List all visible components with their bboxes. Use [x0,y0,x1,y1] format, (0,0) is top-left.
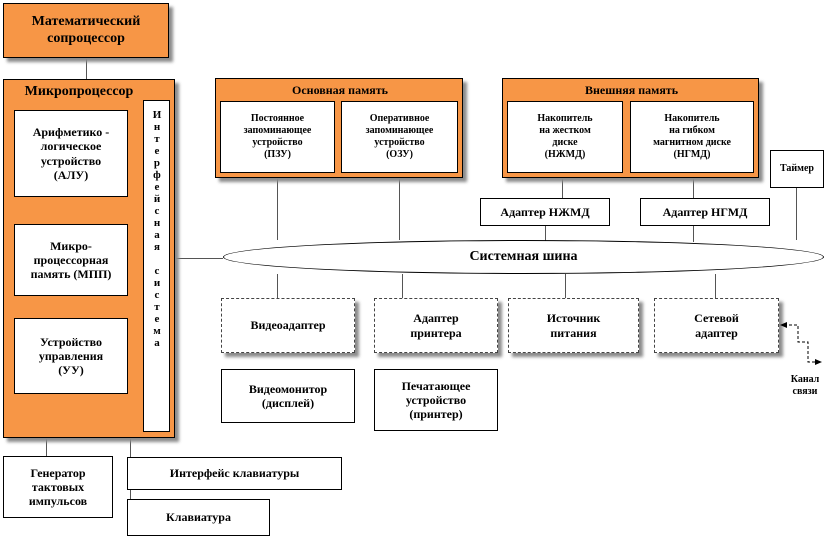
hdd-adapter-box: Адаптер НЖМД [480,198,610,226]
rom-line3: устройство [252,137,303,148]
connector-printer [402,274,403,298]
video-monitor-box: Видеомонитор (дисплей) [221,369,355,423]
ram-line3: устройство [374,137,425,148]
alu-line3: устройство [40,153,102,168]
mpp-line2: процессорная [33,252,109,267]
video-adapter-label: Видеоадаптер [250,318,326,333]
connector-coprocessor [86,58,87,80]
fdd-adapter-label: Адаптер НГМД [662,204,748,219]
mpp-line3: память (МПП) [30,267,112,282]
connector-timer [796,188,797,240]
clock-generator-line3: импульсов [28,494,88,509]
keyboard-interface-box: Интерфейс клавиатуры [127,457,342,490]
printer-line2: устройство [405,392,467,407]
ram-line1: Оперативное [369,113,430,125]
mpp-line1: Микро- [50,238,92,253]
rom-line2: запоминающее [243,125,312,137]
network-adapter-line2: адаптер [695,325,738,340]
clock-generator-line1: Генератор [30,465,86,480]
connector-fdd-adapter [693,226,694,242]
video-monitor-line2: (дисплей) [261,396,315,410]
connector-fdd [693,178,694,198]
video-adapter-box: Видеоадаптер [221,298,355,353]
connector-hdd-adapter [545,226,546,242]
connector-ram [399,178,400,240]
fdd-adapter-box: Адаптер НГМД [640,198,770,226]
hdd-line4: (НЖМД) [544,148,586,160]
printer-adapter-box: Адаптер принтера [374,298,498,353]
microprocessor-title: Микропроцессор [24,84,134,99]
hdd-line2: на жестком [539,125,591,137]
connector-mp-bus [175,258,223,259]
connector-hdd [562,178,563,198]
uu-line1: Устройство [39,334,103,349]
connector-network [715,274,716,298]
network-adapter-box: Сетевой адаптер [654,298,779,353]
comm-channel-line2: связи [792,385,818,397]
system-bus-ellipse: Системная шина [223,240,824,274]
comm-channel-arrow-icon [780,322,822,365]
timer-box: Таймер [770,150,824,188]
connector-clock [46,438,47,456]
ram-line2: запоминающее [365,125,434,137]
main-memory-title: Основная память [292,83,388,97]
timer-label: Таймер [780,163,814,175]
ram-box: Оперативное запоминающее устройство (ОЗУ… [341,101,458,173]
interface-system-label: Интерфейсная система [150,109,163,349]
coprocessor-line1: Математический [31,13,141,29]
printer-box: Печатающее устройство (принтер) [374,369,498,431]
hdd-box: Накопитель на жестком диске (НЖМД) [507,101,623,173]
comm-channel-line1: Канал [790,374,820,385]
network-adapter-line1: Сетевой [694,311,739,326]
fdd-line1: Накопитель [664,113,720,125]
alu-box: Арифметико - логическое устройство (АЛУ) [14,110,128,197]
coprocessor-line2: сопроцессор [47,30,125,46]
printer-adapter-line1: Адаптер [413,311,459,326]
external-memory-title: Внешняя память [584,83,679,97]
interface-system-box: Интерфейсная система [143,100,170,432]
connector-rom [277,178,278,240]
clock-generator-box: Генератор тактовых импульсов [3,456,113,518]
rom-box: Постоянное запоминающее устройство (ПЗУ) [220,101,335,173]
connector-power [565,274,566,298]
system-bus-label: Системная шина [469,248,578,264]
video-monitor-line1: Видеомонитор [248,381,328,396]
fdd-line2: на гибком [669,125,715,137]
rom-line1: Постоянное [250,113,305,125]
power-supply-line2: питания [550,325,597,340]
keyboard-box: Клавиатура [127,499,270,536]
fdd-line3: магнитном диске [653,137,731,148]
uu-line2: управления [38,348,104,363]
power-supply-box: Источник питания [508,298,639,353]
power-supply-line1: Источник [546,311,601,326]
rom-line4: (ПЗУ) [264,148,291,160]
fdd-line4: (НГМД) [673,148,711,160]
printer-line1: Печатающее [401,378,471,393]
connector-video [277,274,278,298]
alu-line4: (АЛУ) [53,167,89,182]
uu-box: Устройство управления (УУ) [14,318,128,394]
ram-line4: (ОЗУ) [386,148,413,160]
alu-line1: Арифметико - [32,125,110,140]
hdd-line3: диске [552,137,578,148]
keyboard-label: Клавиатура [166,510,231,525]
math-coprocessor-box: Математический сопроцессор [3,3,169,58]
uu-line3: (УУ) [58,363,84,378]
printer-adapter-line2: принтера [410,325,462,340]
printer-line3: (принтер) [409,407,463,422]
keyboard-interface-label: Интерфейс клавиатуры [169,466,300,481]
hdd-line1: Накопитель [537,113,593,125]
clock-generator-line2: тактовых [31,479,85,494]
comm-channel-label: Канал связи [780,374,830,397]
alu-line2: логическое [40,139,102,154]
fdd-box: Накопитель на гибком магнитном диске (НГ… [630,101,754,173]
hdd-adapter-label: Адаптер НЖМД [500,204,590,219]
mpp-box: Микро- процессорная память (МПП) [14,224,128,296]
